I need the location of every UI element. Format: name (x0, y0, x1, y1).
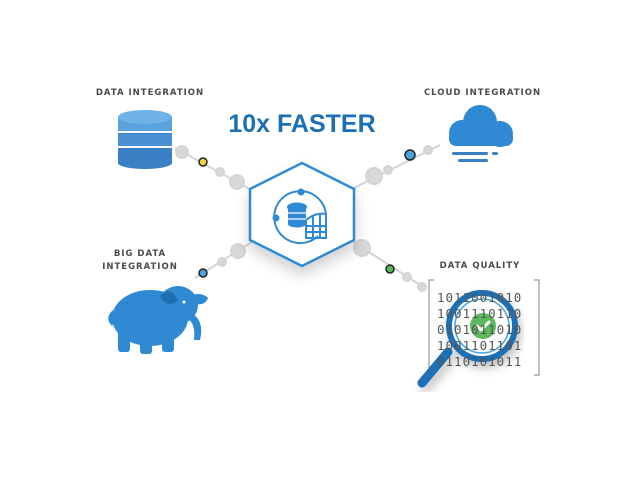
blue-node-dot (198, 268, 208, 278)
green-node-dot (385, 264, 395, 274)
headline: 10x FASTER (228, 110, 376, 138)
data-hub-icon (272, 188, 327, 245)
label-data-integration: DATA INTEGRATION (95, 88, 205, 98)
binary-row: 1011001010 (437, 290, 523, 305)
binary-row: 1001110110 (437, 306, 523, 321)
cloud-icon (449, 105, 513, 162)
label-big-data: BIG DATA (113, 249, 167, 259)
yellow-node-dot (198, 157, 208, 167)
binary-row: 1001101101 (437, 338, 523, 353)
check-icon (470, 313, 496, 339)
database-icon (118, 110, 172, 169)
blue-node-dot (404, 149, 416, 161)
label-integration: INTEGRATION (102, 262, 178, 272)
binary-row: 0101011010 (437, 322, 523, 337)
binary-row: 0110101011 (437, 354, 523, 369)
label-data-quality: DATA QUALITY (439, 261, 521, 271)
elephant-icon (108, 286, 208, 354)
label-cloud-integration: CLOUD INTEGRATION (423, 88, 542, 98)
central-hexagon (248, 161, 356, 268)
binary-data: 1011001010 1001110110 0101011010 1001101… (437, 290, 522, 370)
